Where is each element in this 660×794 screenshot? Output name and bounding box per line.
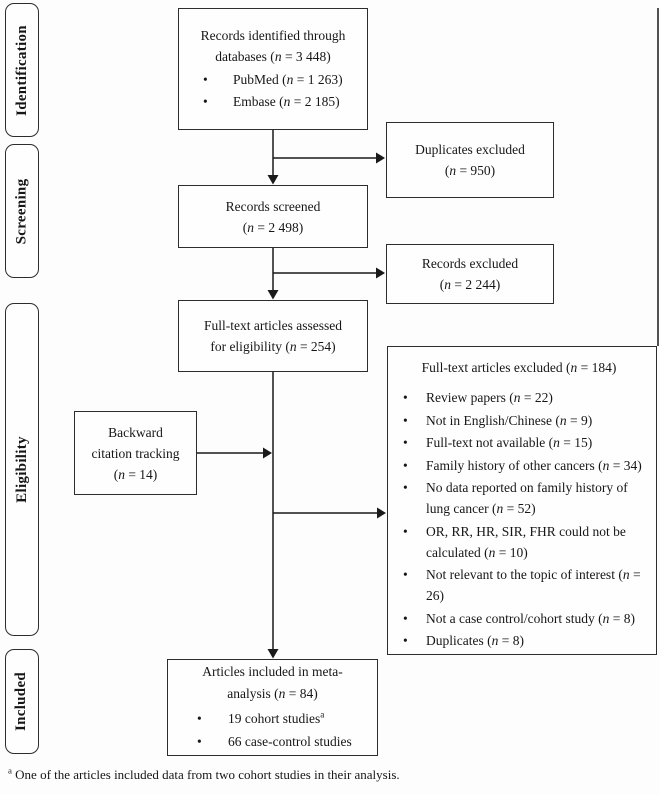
stage-screening: Screening (5, 144, 39, 278)
box-title-line: Duplicates excluded (415, 142, 525, 157)
stage-label: Identification (13, 24, 30, 116)
list-item: • Full-text not available (n = 15) (388, 432, 650, 453)
list-item-text: 66 case-control studies (228, 734, 352, 749)
included-study-list: • 19 cohort studiesa • 66 case-control s… (168, 708, 377, 755)
list-item: • 66 case-control studies (168, 731, 377, 754)
bullet-icon: • (403, 390, 408, 405)
box-title-line: analysis (n = 84) (227, 686, 318, 701)
stage-label: Screening (13, 178, 30, 244)
stage-eligibility: Eligibility (5, 303, 39, 636)
box-title-line: (n = 950) (444, 163, 496, 178)
list-item-text: No data reported on family history of lu… (426, 480, 628, 516)
bullet-icon: • (203, 72, 208, 87)
box-fulltext-assessed: Full-text articles assessed for eligibil… (178, 300, 368, 372)
list-item-text: PubMed (n = 1 263) (233, 72, 343, 87)
list-item-text: Family history of other cancers (n = 34) (426, 457, 642, 473)
bullet-icon: • (403, 412, 408, 428)
stage-label: Eligibility (13, 436, 30, 503)
bullet-icon: • (197, 734, 202, 749)
bullet-icon: • (403, 480, 408, 495)
box-title-line: (n = 14) (113, 466, 158, 482)
box-title-line: Backward (108, 424, 163, 440)
list-item: • Embase (n = 2 185) (179, 91, 367, 112)
footnote: a One of the articles included data from… (8, 765, 400, 782)
list-item-text: Not a case control/cohort study (n = 8) (426, 610, 635, 626)
box-title-line: citation tracking (91, 445, 180, 461)
list-item-text: Embase (n = 2 185) (233, 94, 340, 109)
list-item-text: Full-text not available (n = 15) (426, 435, 593, 450)
list-item: • PubMed (n = 1 263) (179, 69, 367, 90)
box-fulltext-excluded: Full-text articles excluded (n = 184) • R… (387, 346, 657, 655)
exclusion-reason-list: • Review papers (n = 22) • Not in English/… (388, 387, 650, 653)
list-item: • Duplicates (n = 8) (388, 630, 650, 651)
box-records-screened: Records screened (n = 2 498) (178, 185, 368, 248)
list-item: • No data reported on family history of l… (388, 477, 650, 519)
box-title-line: Records excluded (421, 256, 519, 271)
bullet-icon: • (197, 710, 202, 726)
source-list: • PubMed (n = 1 263) • Embase (n = 2 185… (179, 69, 367, 113)
list-item: • Family history of other cancers (n = 34… (388, 455, 650, 476)
list-item-text: OR, RR, HR, SIR, FHR could not be calcul… (426, 523, 626, 560)
box-title: Full-text articles excluded (n = 184) (421, 360, 617, 375)
bullet-icon: • (403, 523, 408, 539)
box-articles-included: Articles included in meta- analysis (n =… (167, 659, 378, 756)
list-item-text: Duplicates (n = 8) (426, 633, 524, 648)
box-title-line: (n = 2 498) (242, 219, 304, 235)
box-title-line: Records screened (225, 198, 321, 214)
list-item: • Not in English/Chinese (n = 9) (388, 410, 650, 431)
bullet-icon: • (403, 633, 408, 648)
box-backward-citation: Backward citation tracking (n = 14) (74, 411, 197, 495)
bullet-icon: • (403, 567, 408, 582)
list-item-text: Review papers (n = 22) (426, 390, 553, 405)
list-item-text: 19 cohort studiesa (228, 709, 325, 726)
box-title-line: Articles included in meta- (202, 663, 343, 679)
list-item-text: Not in English/Chinese (n = 9) (426, 412, 593, 428)
stage-identification: Identification (5, 3, 39, 137)
list-item: • Not a case control/cohort study (n = 8) (388, 608, 650, 629)
bullet-icon: • (403, 610, 408, 626)
box-title-line: databases (n = 3 448) (215, 49, 331, 64)
stage-included: Included (5, 649, 39, 754)
box-records-identified: Records identified through databases (n … (178, 8, 368, 130)
list-item-text: Not relevant to the topic of interest (n… (426, 567, 641, 603)
list-item: • Not relevant to the topic of interest (… (388, 564, 650, 606)
stage-label: Included (13, 671, 30, 732)
box-duplicates-excluded: Duplicates excluded (n = 950) (386, 122, 554, 198)
bullet-icon: • (403, 435, 408, 450)
box-title-line: for eligibility (n = 254) (210, 339, 336, 354)
list-item: • Review papers (n = 22) (388, 387, 650, 408)
box-title-line: Records identified through (200, 28, 346, 43)
list-item: • OR, RR, HR, SIR, FHR could not be calcu… (388, 521, 650, 563)
box-records-excluded: Records excluded (n = 2 244) (386, 244, 554, 304)
bullet-icon: • (203, 94, 208, 109)
list-item: • 19 cohort studiesa (168, 708, 377, 731)
box-title-line: (n = 2 244) (439, 277, 501, 292)
box-title-line: Full-text articles assessed (204, 318, 342, 333)
bullet-icon: • (403, 457, 408, 473)
